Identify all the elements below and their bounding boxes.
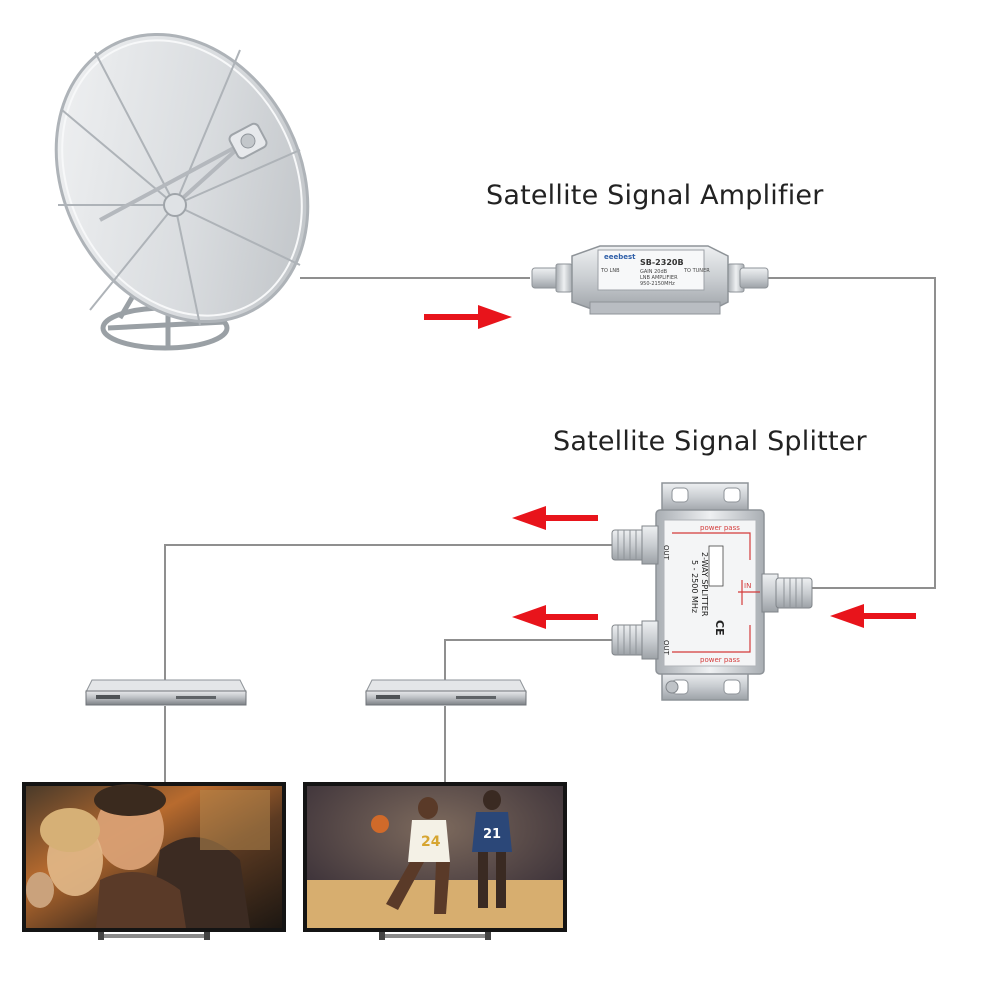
amplifier-device: eeebest SB-2320B GAIN 20dB LNB AMPLIFIER… [531, 245, 769, 315]
jersey-24: 24 [421, 834, 441, 850]
splitter-freq: 5 - 2500 MHz [690, 560, 699, 613]
receiver-box-right [365, 679, 527, 706]
amplifier-brand: eeebest [604, 253, 636, 261]
receiver-box-left [85, 679, 247, 706]
jersey-21: 21 [483, 827, 501, 842]
arrow-left-splitter-bottom [512, 605, 598, 629]
splitter-out-top: OUT [662, 545, 670, 561]
amplifier-spec-type: LNB AMPLIFIER [640, 275, 678, 281]
player-24: 24 [371, 797, 450, 914]
signal-arrows [424, 305, 916, 629]
splitter-name: 2-WAY SPLITTER [700, 552, 709, 617]
arrow-left-splitter-in [830, 604, 916, 628]
television-left [22, 782, 286, 940]
arrow-right-dish [424, 305, 512, 329]
amplifier-title: Satellite Signal Amplifier [486, 180, 824, 211]
cable-splitter-to-receiver-right [444, 639, 612, 683]
splitter-ce-mark: CE [713, 620, 726, 636]
satellite-dish-icon [54, 32, 310, 351]
splitter-out-bottom: OUT [662, 640, 670, 656]
splitter-out-connector-bottom [611, 620, 659, 660]
cable-splitter-to-receiver-left [164, 544, 612, 683]
splitter-in-label: IN [744, 582, 751, 590]
splitter-power-pass-top: power pass [700, 524, 740, 532]
player-21: 21 [472, 790, 512, 908]
amplifier-to-tuner: TO TUNER [683, 268, 710, 274]
cable-amplifier-to-splitter [765, 277, 936, 589]
cables [164, 277, 936, 782]
amplifier-spec-gain: GAIN 20dB [640, 269, 668, 275]
splitter-power-pass-bottom: power pass [700, 656, 740, 664]
splitter-in-connector [761, 573, 813, 613]
splitter-title: Satellite Signal Splitter [553, 426, 867, 457]
arrow-left-splitter-top [512, 506, 598, 530]
amplifier-spec-freq: 950-2150MHz [640, 281, 675, 287]
amplifier-model: SB-2320B [640, 258, 684, 267]
splitter-device: power pass power pass IN OUT OUT 2-WAY S… [611, 482, 813, 701]
splitter-out-connector-top [611, 525, 659, 565]
amplifier-to-lnb: TO LNB [600, 268, 620, 274]
television-right: 24 21 [303, 782, 567, 940]
